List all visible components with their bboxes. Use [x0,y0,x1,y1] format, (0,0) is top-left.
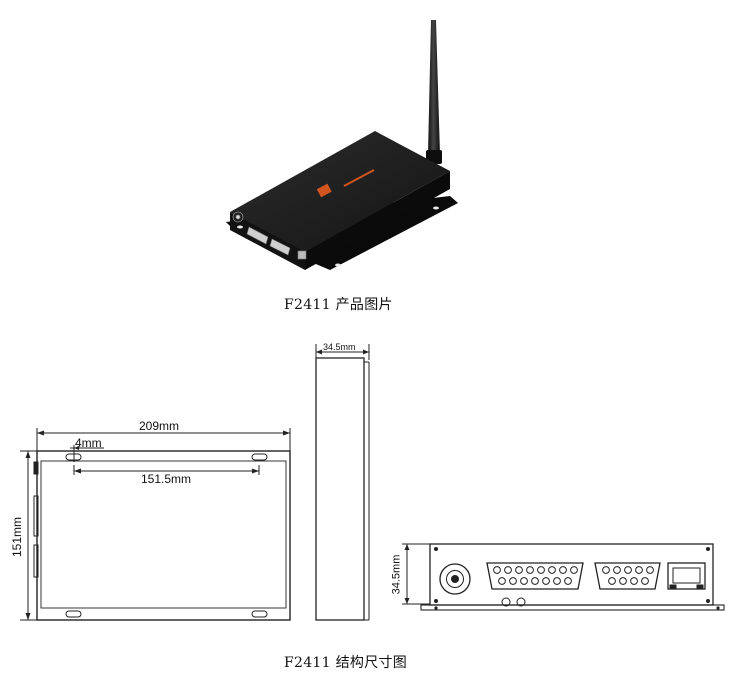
product-photo [226,20,458,270]
side-height-label: 34.5mm [323,342,356,352]
length-label: 209mm [139,419,180,433]
db9-port [594,562,661,590]
front-view-body [429,543,714,606]
top-view [20,428,291,621]
hole-offset-label: 4mm [75,436,102,450]
side-view-body [315,357,365,621]
led-indicator [501,597,511,607]
brand-logo [316,169,375,198]
device-top-face [230,131,450,252]
device-front-face [230,212,305,270]
front-ports [232,211,307,260]
hole-spacing-label: 151.5mm [141,472,192,486]
antenna-connector [439,563,471,595]
side-view [315,344,370,621]
db15-port [486,562,584,590]
front-height-label: 34.5mm [390,554,403,595]
drawing-caption: F2411 结构尺寸图 [284,655,408,671]
antenna [426,20,442,164]
width-label: 151mm [10,517,24,558]
led-indicator [516,597,526,607]
rj45-port [667,562,706,590]
product-photo-caption: F2411 产品图片 [284,297,393,313]
flange-holes [237,206,439,267]
device-side-face [305,171,450,270]
front-view [402,543,725,611]
